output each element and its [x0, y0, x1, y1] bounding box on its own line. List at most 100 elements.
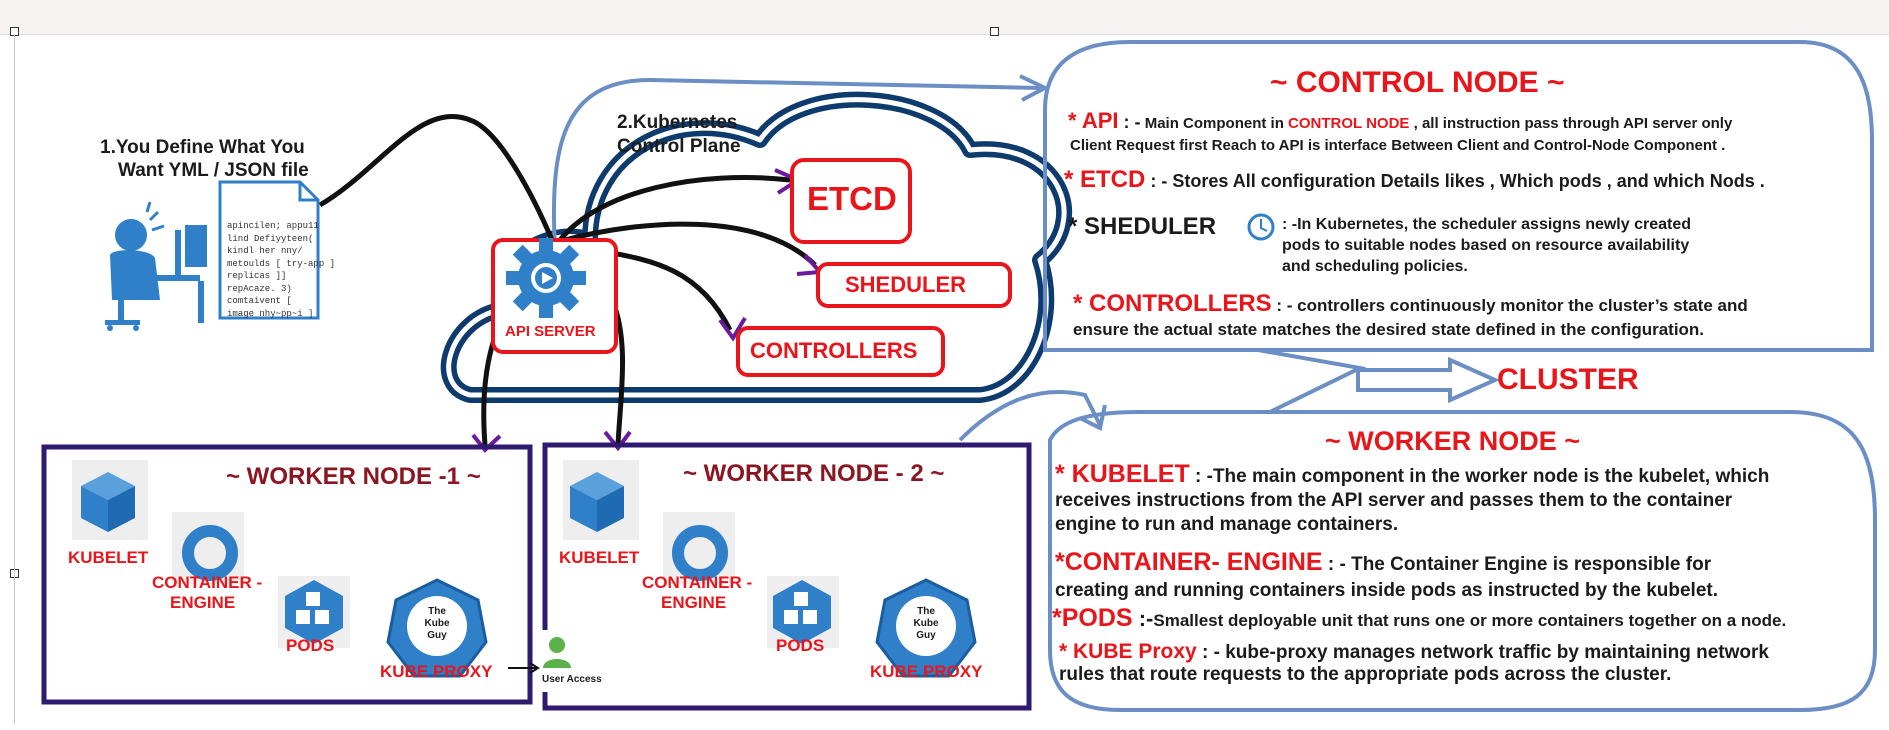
kube-guy-line: Kube [913, 618, 939, 629]
kubelet-cube-icon [81, 472, 135, 532]
controllers-label: CONTROLLERS [750, 338, 918, 363]
sheduler-description-line3: and scheduling policies. [1282, 258, 1468, 275]
api-key: * API [1068, 108, 1119, 133]
user-icon [543, 637, 571, 668]
control-node-bubble [1043, 40, 1874, 352]
container-engine-ring-icon [182, 525, 238, 581]
selection-handle[interactable] [990, 27, 999, 36]
kube-guy-text: The Kube Guy [417, 606, 457, 642]
worker-node-1-title: ~ WORKER NODE -1 ~ [226, 463, 481, 490]
kube-proxy-label: KUBE PROXY [870, 662, 983, 681]
controllers-text: : - controllers continuously monitor the… [1271, 296, 1748, 315]
pods-label: PODS [286, 636, 335, 655]
etcd-key: * ETCD [1064, 166, 1146, 193]
kubelet-description-line3: engine to run and manage containers. [1055, 514, 1399, 535]
api-server-label: API SERVER [505, 323, 596, 340]
pods-description: *PODS :-Smallest deployable unit that ru… [1052, 604, 1786, 633]
engine-description: *CONTAINER- ENGINE : - The Container Eng… [1055, 548, 1711, 577]
kubelet-label: KUBELET [68, 548, 149, 567]
yaml-line: comtaivent [ [227, 296, 292, 306]
sheduler-box [816, 262, 1012, 308]
container-engine-label-line2: ENGINE [170, 593, 236, 612]
pods-sep: :- [1132, 606, 1154, 631]
etcd-description: * ETCD : - Stores All configuration Deta… [1064, 166, 1765, 194]
api-text: Main Component in [1140, 115, 1289, 132]
engine-key: *CONTAINER- ENGINE [1055, 548, 1323, 576]
worker-node-1-box [41, 444, 533, 705]
yaml-document-icon [218, 180, 320, 320]
engine-text: : - The Container Engine is responsible … [1322, 554, 1712, 575]
controllers-description-line2: ensure the actual state matches the desi… [1073, 320, 1705, 339]
sheduler-key: * SHEDULER [1068, 213, 1217, 240]
cluster-label: CLUSTER [1497, 363, 1639, 396]
sheduler-description-line1: : -In Kubernetes, the scheduler assigns … [1282, 216, 1692, 233]
api-description: * API : - Main Component in CONTROL NODE… [1068, 108, 1732, 134]
pods-label: PODS [776, 636, 825, 655]
kube-guy-line: The [917, 606, 935, 617]
kubelet-key: * KUBELET [1055, 460, 1190, 488]
proxy-text: : - kube-proxy manages network traffic b… [1196, 642, 1769, 663]
kubelet-text: : -The main component in the worker node… [1189, 466, 1770, 487]
step1-title-line2: Want YML / JSON file [118, 160, 309, 181]
developer-icon [105, 219, 207, 331]
api-text-highlight: CONTROL NODE [1288, 115, 1410, 132]
controllers-key: * CONTROLLERS [1073, 290, 1272, 317]
kubelet-cube-icon [570, 472, 624, 532]
engine-description-line2: creating and running containers inside p… [1055, 580, 1719, 601]
pods-hexagon-icon [285, 580, 343, 644]
kube-guy-helm-icon [386, 578, 488, 678]
yaml-line: repAcaze. 3) [227, 283, 292, 294]
yaml-content: apincilen; appu11 lind Defiyyteen( kindl… [227, 220, 335, 320]
yaml-line: replicas ]] [227, 271, 287, 281]
worker-node-bubble [1048, 410, 1877, 712]
sheduler-description-line2: pods to suitable nodes based on resource… [1282, 237, 1690, 254]
controllers-box [736, 326, 945, 377]
yaml-line: kindl her nny/ [227, 246, 303, 256]
etcd-text: : - Stores All configuration Details lik… [1145, 171, 1765, 191]
yaml-line: image nhy~pp~i ] [227, 308, 314, 319]
pods-text: Smallest deployable unit that runs one o… [1153, 611, 1787, 630]
canvas-edge [14, 34, 15, 724]
api-sep: : - [1118, 112, 1141, 132]
kubelet-description-line2: receives instructions from the API serve… [1055, 490, 1733, 511]
editor-top-bar [0, 0, 1889, 35]
proxy-key: * KUBE Proxy [1059, 640, 1197, 663]
api-text: , all instruction pass through API serve… [1409, 115, 1733, 132]
pods-key: *PODS [1052, 604, 1133, 632]
yaml-line: lind Defiyyteen( [227, 233, 314, 244]
control-node-title: ~ CONTROL NODE ~ [1270, 66, 1565, 99]
api-server-gear-icon [506, 238, 586, 318]
pods-hexagon-icon [773, 580, 831, 644]
kube-guy-line: The [428, 606, 446, 617]
kube-guy-line: Guy [916, 630, 936, 641]
yaml-line: apincilen; appu11 [227, 221, 319, 231]
kube-proxy-label: KUBE PROXY [380, 662, 493, 681]
container-engine-ring-icon [672, 525, 728, 581]
clock-icon [1247, 213, 1275, 241]
kube-guy-text: The Kube Guy [906, 606, 946, 642]
step2-title-line1: 2.Kubernetes [617, 112, 738, 133]
step2-title-line2: Control Plane [617, 136, 741, 157]
cluster-arrow [1356, 356, 1500, 404]
user-access-label: User Access [542, 674, 602, 685]
container-engine-label: CONTAINER - [642, 573, 753, 592]
sheduler-label: SHEDULER [845, 272, 967, 297]
kube-guy-helm-icon [875, 578, 977, 678]
etcd-box [790, 158, 912, 244]
proxy-description-line2: rules that route requests to the appropr… [1059, 664, 1672, 685]
worker-node-2-title: ~ WORKER NODE - 2 ~ [683, 460, 945, 487]
kubelet-description: * KUBELET : -The main component in the w… [1055, 460, 1769, 489]
container-engine-label-line2: ENGINE [661, 593, 727, 612]
worker-node-2-box [542, 442, 1032, 711]
api-description-line2: Client Request first Reach to API is int… [1070, 137, 1726, 154]
kubelet-label: KUBELET [559, 548, 640, 567]
yaml-line: metoulds [ try-app ] [227, 258, 336, 269]
container-engine-label: CONTAINER - [152, 573, 263, 592]
worker-node-title: ~ WORKER NODE ~ [1325, 426, 1581, 456]
etcd-label: ETCD [807, 180, 897, 217]
proxy-description: * KUBE Proxy : - kube-proxy manages netw… [1059, 640, 1769, 664]
kube-guy-line: Kube [424, 618, 450, 629]
controllers-description: * CONTROLLERS : - controllers continuous… [1073, 290, 1748, 318]
kube-guy-line: Guy [427, 630, 447, 641]
